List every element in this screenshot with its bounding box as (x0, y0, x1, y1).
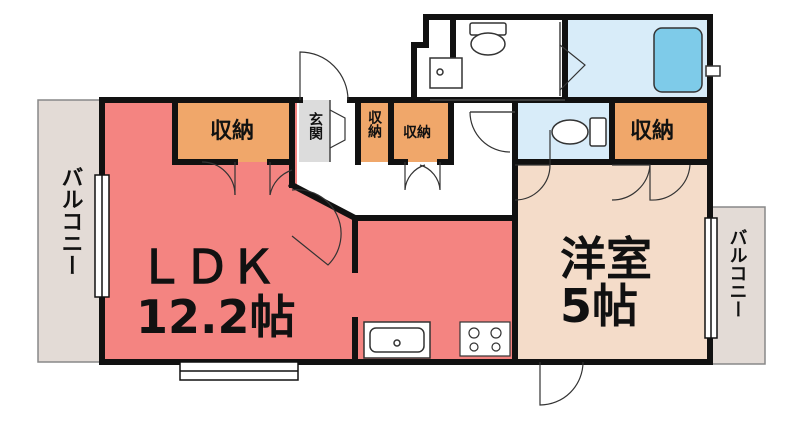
storage-small-label: 収納 (366, 109, 382, 139)
storage-western-area (612, 100, 707, 162)
balcony-right-area (709, 206, 766, 365)
door-swings (201, 44, 691, 406)
ldk-name-label: ＬＤＫ (138, 240, 276, 294)
toilet-fixture-lower (551, 117, 607, 147)
toilet-fixture-upper (469, 22, 507, 56)
storage-small-area (358, 100, 391, 162)
ldk-area-kitchen (297, 185, 515, 362)
entrance-area (299, 100, 330, 162)
storage-ldk-area (175, 100, 292, 162)
balcony-left-label: バルコニー (58, 166, 83, 276)
storage-hall-label: 収納 (403, 124, 431, 141)
western-room-area (515, 165, 710, 362)
washbasin-fixture (429, 57, 463, 89)
storage-hall-area (393, 100, 451, 162)
storage-ldk-label: 収納 (210, 118, 254, 144)
ldk-size-label: 12.2帖 (136, 290, 296, 344)
entrance-label: 玄関 (307, 111, 323, 141)
balcony-left-area (37, 99, 103, 363)
windows (94, 174, 718, 381)
western-name-label: 洋室 (560, 232, 652, 286)
stove-fixture (459, 321, 511, 357)
balcony-right-label: バルコニー (727, 228, 748, 318)
western-size-label: 5帖 (560, 279, 638, 333)
bathtub-fixture (653, 27, 721, 93)
storage-western-label: 収納 (630, 118, 674, 144)
kitchen-sink-fixture (363, 321, 431, 359)
